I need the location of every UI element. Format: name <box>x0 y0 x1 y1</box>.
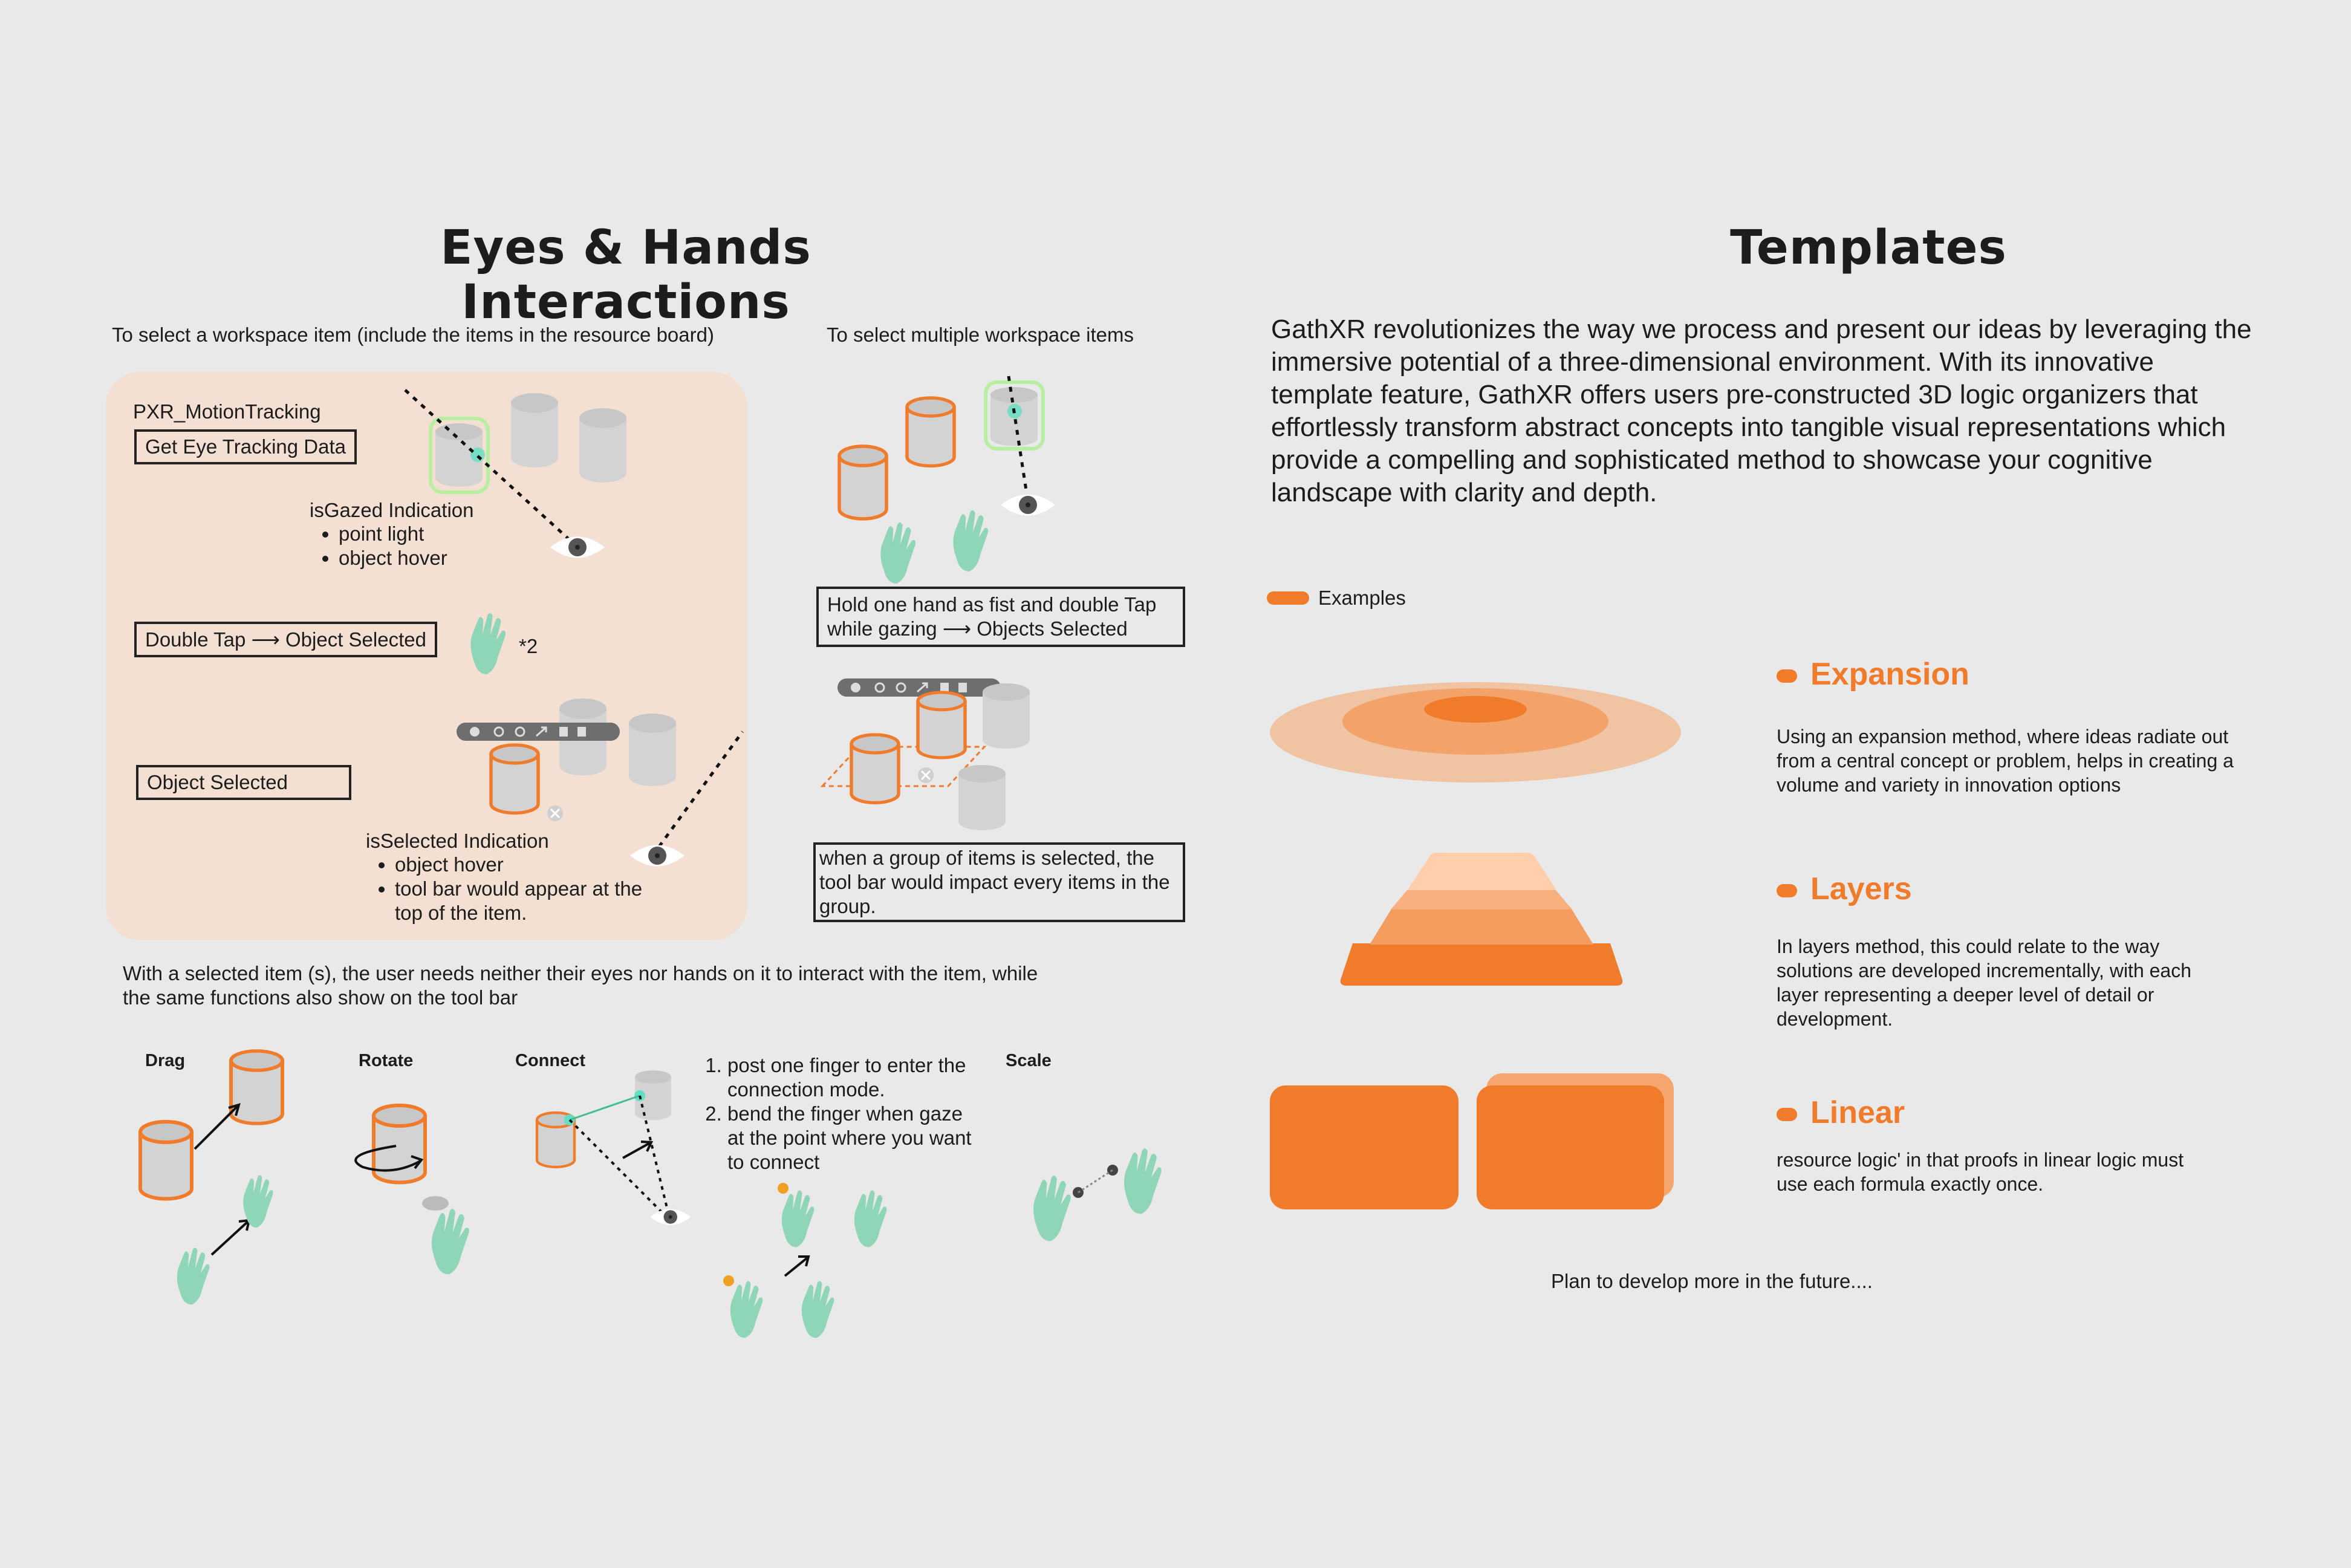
template-layers: Layers <box>1777 871 1912 907</box>
templates-intro: GathXR revolutionizes the way we process… <box>1271 314 2252 507</box>
template-layers-name: Layers <box>1810 871 1912 906</box>
select-multiple-caption: To select multiple workspace items <box>827 324 1134 346</box>
legend-label: Examples <box>1318 587 1406 609</box>
legend-swatch <box>1267 591 1309 605</box>
connect-step: bend the finger when gaze at the point w… <box>727 1102 981 1174</box>
eyes-hands-title: Eyes & Hands Interactions <box>440 221 811 330</box>
is-gazed-title: isGazed Indication <box>310 499 474 521</box>
gesture-label-connect: Connect <box>515 1051 585 1070</box>
template-linear: Linear <box>1777 1095 1905 1131</box>
linear-bullet <box>1777 1108 1797 1122</box>
is-gazed-item: object hover <box>339 546 474 570</box>
motion-tracking-label: PXR_MotionTracking <box>133 400 321 423</box>
template-expansion-text: Using an expansion method, where ideas r… <box>1777 726 2234 796</box>
gesture-label-drag: Drag <box>145 1051 186 1070</box>
object-selected-box: Object Selected <box>136 765 351 800</box>
group-selected-box: when a group of items is selected, the t… <box>813 842 1185 922</box>
selected-item-note: With a selected item (s), the user needs… <box>123 962 1038 1009</box>
template-expansion-name: Expansion <box>1810 657 1969 692</box>
fist-double-tap-box: Hold one hand as fist and double Tap whi… <box>816 587 1185 647</box>
layers-graphic <box>1340 853 1623 986</box>
is-selected-indication: isSelected Indication object hover tool … <box>366 830 704 925</box>
templates-footer: Plan to develop more in the future.... <box>1551 1270 1873 1292</box>
template-layers-text: In layers method, this could relate to t… <box>1777 935 2192 1030</box>
fist-double-tap-text: Hold one hand as fist and double Tap whi… <box>827 593 1157 640</box>
templates-title: Templates <box>1730 221 2007 275</box>
gesture-label-rotate: Rotate <box>359 1051 414 1070</box>
group-selected-text: when a group of items is selected, the t… <box>819 847 1170 917</box>
eye-tracking-box: Get Eye Tracking Data <box>134 429 357 464</box>
is-selected-item: object hover <box>395 853 704 877</box>
expansion-graphic <box>1270 682 1681 782</box>
expansion-bullet <box>1777 669 1797 683</box>
template-linear-text: resource logic' in that proofs in linear… <box>1777 1149 2184 1195</box>
is-gazed-indication: isGazed Indication point light object ho… <box>310 499 474 570</box>
connect-steps: post one finger to enter the connection … <box>703 1053 981 1174</box>
double-tap-box: Double Tap ⟶ Object Selected <box>134 622 437 657</box>
is-selected-title: isSelected Indication <box>366 830 549 852</box>
template-expansion: Expansion <box>1777 656 1969 692</box>
is-selected-item: tool bar would appear at the top of the … <box>395 877 649 925</box>
template-linear-name: Linear <box>1810 1095 1905 1130</box>
double-tap-count: *2 <box>519 635 538 657</box>
layers-bullet <box>1777 884 1797 898</box>
connect-step: post one finger to enter the connection … <box>727 1053 981 1102</box>
linear-graphic <box>1270 1073 1674 1209</box>
is-gazed-item: point light <box>339 522 474 546</box>
select-item-caption: To select a workspace item (include the … <box>112 324 714 346</box>
gesture-label-scale: Scale <box>1006 1051 1052 1070</box>
